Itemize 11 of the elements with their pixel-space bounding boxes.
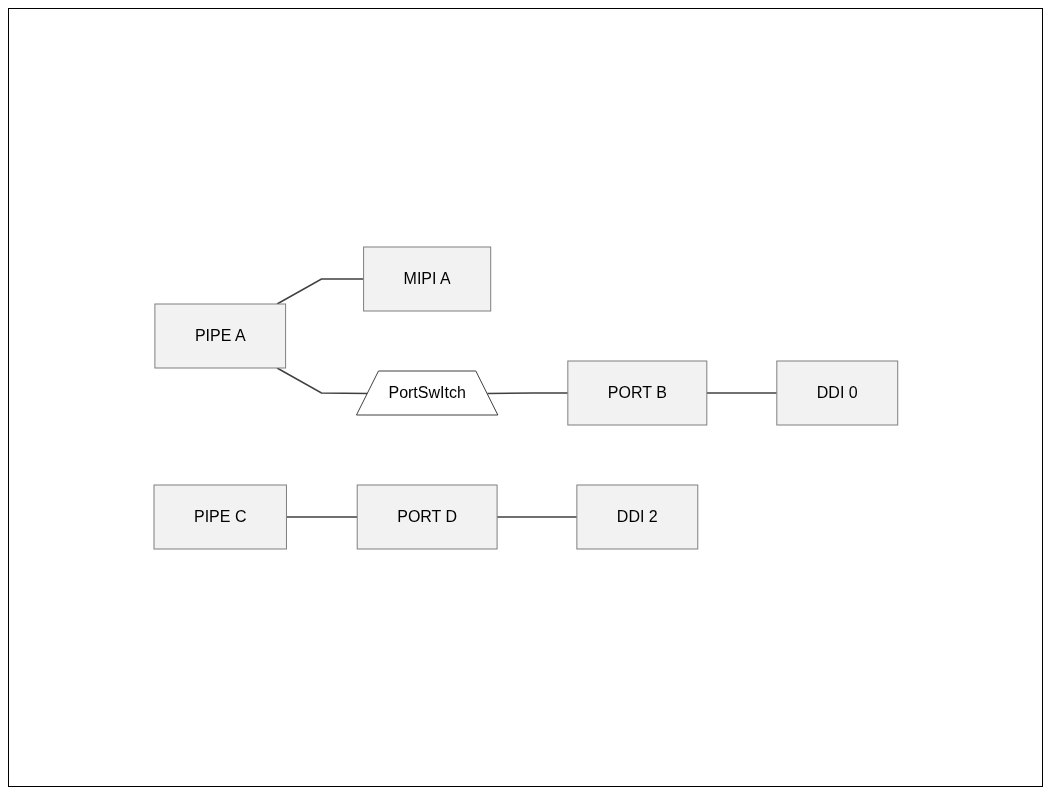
node-box: PIPE A: [154, 303, 286, 368]
node-box: DDI 2: [576, 484, 698, 549]
connector: [705, 391, 778, 394]
node-box: MIPI A: [362, 246, 491, 311]
node-box: PIPE C: [153, 484, 287, 549]
node-box: PORT D: [356, 484, 498, 549]
connector: [486, 391, 569, 394]
node-box: PORT B: [566, 360, 707, 425]
connector: [285, 515, 358, 518]
node-box: DDI 0: [775, 360, 898, 425]
connector: [496, 515, 578, 518]
